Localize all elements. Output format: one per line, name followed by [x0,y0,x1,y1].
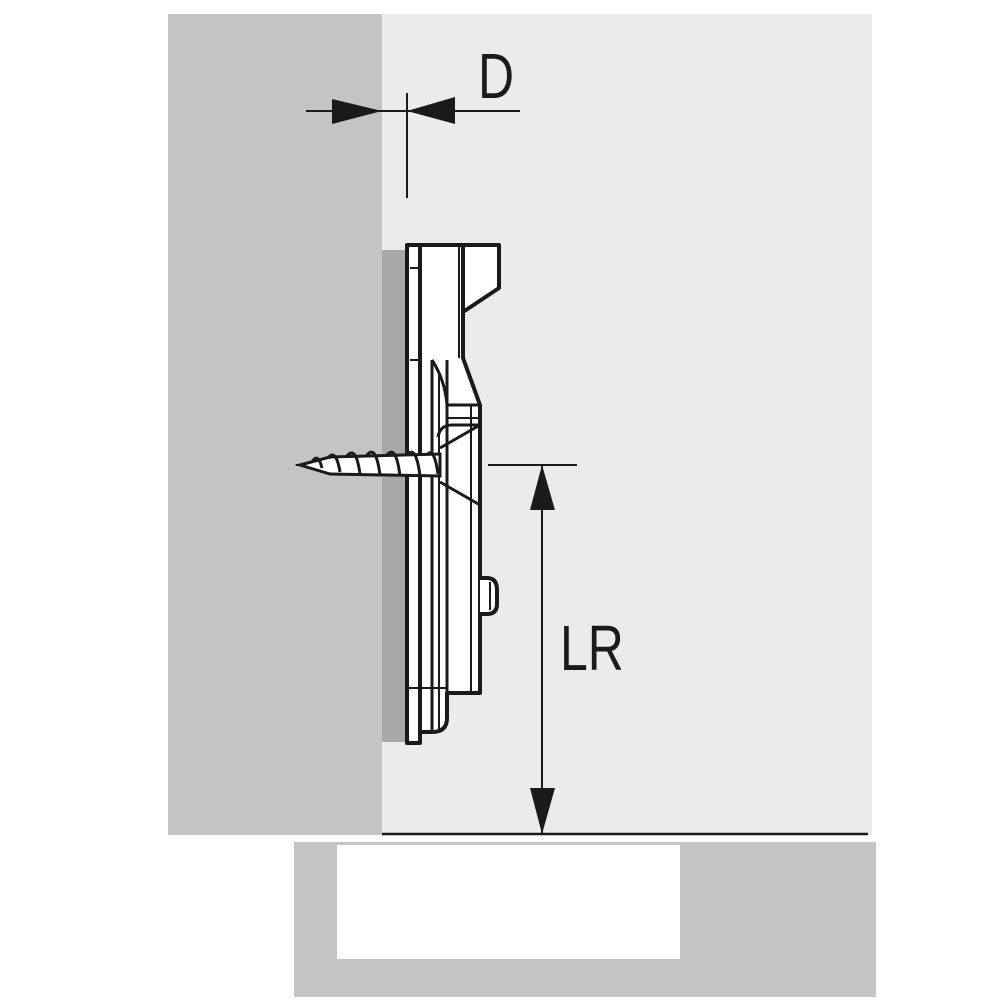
arrow-left-icon [407,97,455,124]
arrow-up-icon [530,465,555,510]
dimension-lr-label: LR [560,612,624,684]
dimension-lr [488,464,577,834]
mounting-plate [405,243,501,745]
arrow-right-icon [332,99,382,124]
plate-shadow [382,250,408,742]
arrow-down-icon [530,788,555,834]
wood-screw [294,450,442,478]
dimension-d [306,93,520,198]
door-cutout [337,845,680,959]
cabinet-side-panel-edge [168,14,382,835]
cabinet-door [294,842,876,997]
dimension-d-label: D [478,40,515,112]
